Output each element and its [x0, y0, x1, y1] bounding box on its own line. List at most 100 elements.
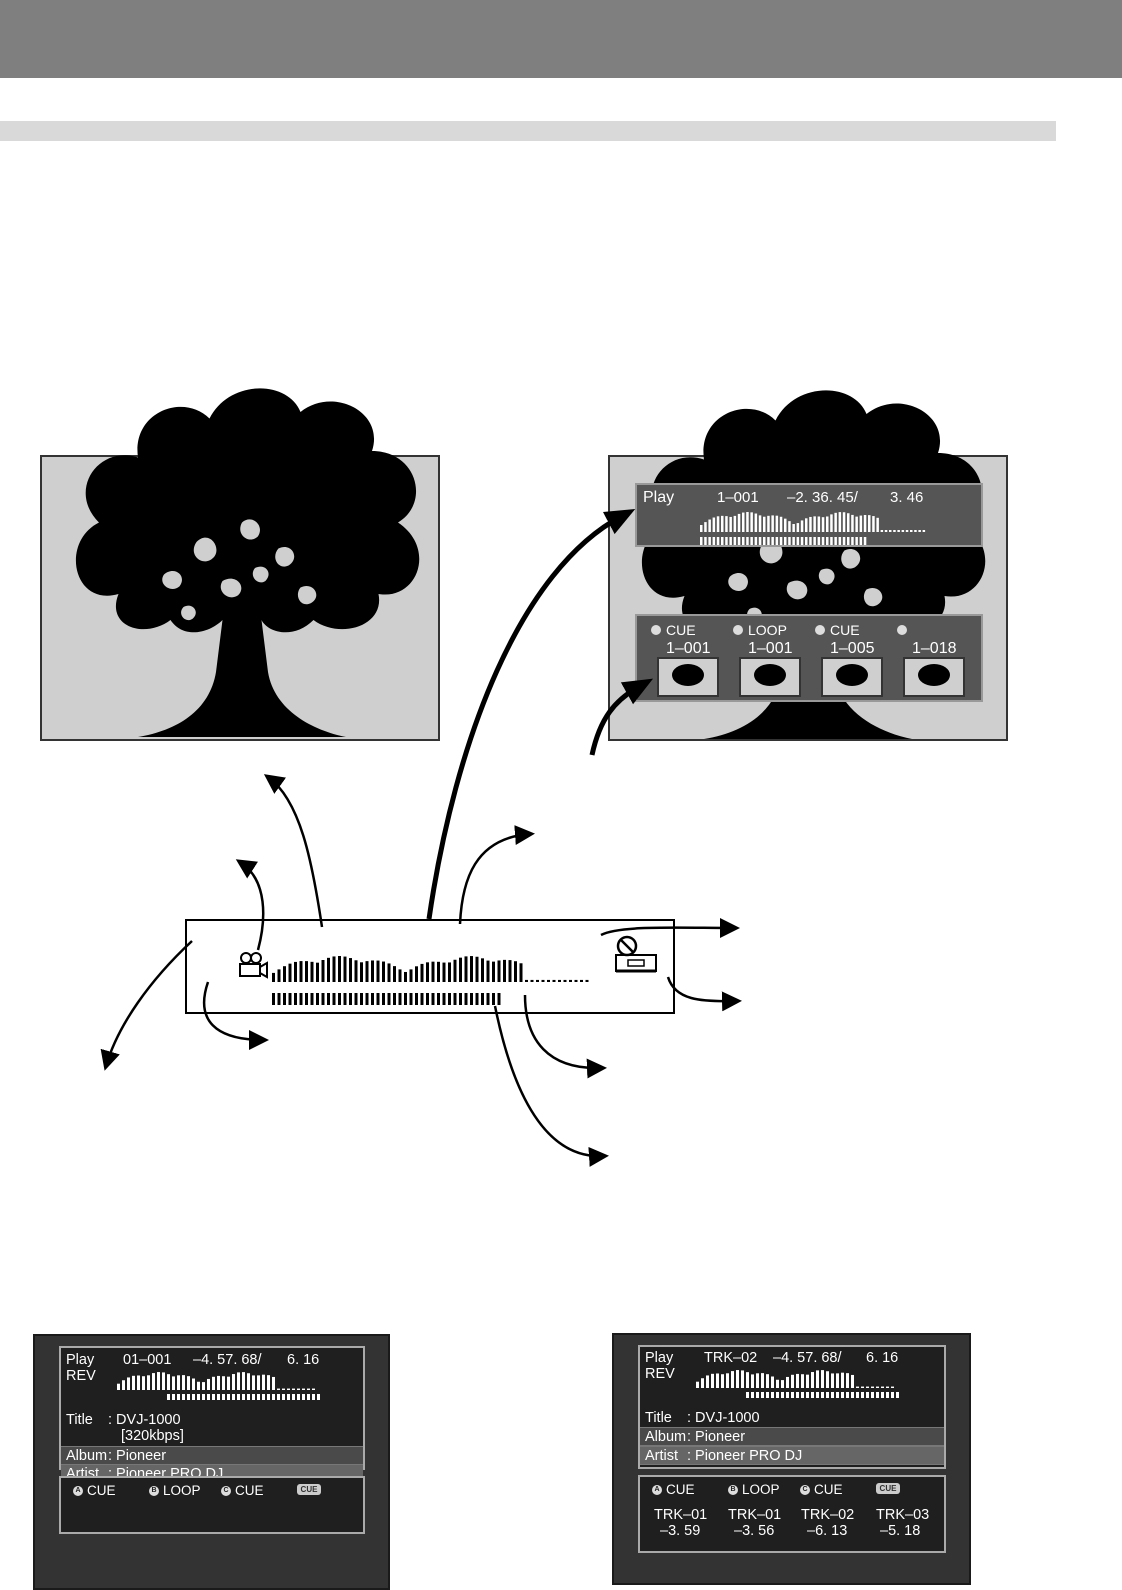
waveform-bar: [880, 530, 884, 532]
waveform-bar: [202, 1382, 205, 1390]
screen-b-cue-c-time: –6. 13: [807, 1523, 848, 1539]
waveform-bar: [776, 1379, 779, 1388]
waveform-bar: [167, 1374, 170, 1390]
waveform-bar: [861, 1386, 864, 1388]
waveform-bar: [868, 515, 871, 532]
waveform-bar: [299, 961, 303, 982]
waveform-bar: [574, 979, 578, 982]
progress-bar-segment: [448, 993, 451, 1005]
progress-bar-segment: [792, 537, 795, 545]
waveform-bar: [122, 1380, 125, 1390]
progress-bar-segment: [459, 993, 462, 1005]
waveform-bar: [137, 1375, 140, 1390]
progress-bar-segment: [750, 537, 753, 545]
progress-bar-segment: [252, 1394, 255, 1400]
waveform-bar: [307, 1388, 310, 1390]
osd-status-panel: [635, 483, 983, 547]
progress-bar-segment: [371, 993, 374, 1005]
progress-bar-segment: [365, 993, 369, 1005]
waveform-bar: [262, 1374, 265, 1390]
progress-bar-segment: [813, 537, 816, 545]
waveform-bar: [842, 512, 846, 532]
screen-b-cue-badge: CUE: [876, 1483, 900, 1494]
progress-bar-segment: [700, 537, 703, 545]
waveform-bar: [811, 1372, 814, 1388]
screen-b-title-label: Title: [645, 1410, 672, 1426]
osd-time-remaining: –2. 36. 45/: [787, 489, 859, 506]
screen-b-status: Play: [645, 1350, 674, 1366]
waveform-bar: [876, 517, 879, 532]
hotcue-thumbnail-image: [836, 664, 868, 686]
cue-c-icon: C: [221, 1486, 231, 1497]
progress-bar-segment: [349, 993, 352, 1005]
waveform-bar: [805, 518, 808, 532]
waveform-bar: [700, 525, 703, 532]
waveform-bar: [809, 516, 812, 532]
waveform-bar: [851, 1374, 854, 1388]
progress-bar-segment: [817, 537, 821, 545]
progress-bar-segment: [305, 993, 308, 1005]
progress-bar-segment: [729, 537, 732, 545]
progress-bar-segment: [830, 537, 833, 545]
waveform-bar: [731, 1371, 734, 1388]
waveform-bar: [736, 1370, 739, 1388]
hotcue-label: CUE: [666, 622, 696, 638]
waveform-bar: [708, 519, 711, 532]
screen-b-waveform: [696, 1370, 899, 1398]
waveform-bar: [884, 530, 888, 532]
progress-bar-segment: [343, 993, 347, 1005]
waveform-bar: [751, 1374, 754, 1388]
cue-b-icon: B: [149, 1486, 159, 1497]
progress-bar-segment: [786, 1392, 789, 1398]
waveform-bar: [775, 515, 779, 532]
waveform-bar: [486, 960, 490, 982]
waveform-bar: [871, 1386, 874, 1388]
waveform-bar: [152, 1373, 155, 1390]
waveform-bar: [530, 979, 534, 982]
waveform-bar: [859, 515, 863, 532]
page-header-bar: [0, 0, 1122, 78]
waveform-bar: [886, 1386, 889, 1388]
osd-waveform: [700, 512, 926, 545]
screen-a-album-label: Album: [66, 1448, 108, 1464]
waveform-bar: [746, 512, 749, 532]
waveform-bar: [426, 962, 429, 982]
cue-c-icon: C: [800, 1485, 810, 1496]
waveform-bar: [294, 961, 297, 982]
waveform-bar: [830, 514, 833, 532]
waveform-bar: [847, 513, 850, 532]
progress-bar-segment: [746, 1392, 749, 1398]
progress-bar-segment: [811, 1392, 814, 1398]
waveform-bar: [147, 1375, 150, 1390]
screen-a-bitrate: [320kbps]: [121, 1428, 184, 1444]
progress-bar-segment: [237, 1394, 240, 1400]
progress-bar-segment: [409, 993, 413, 1005]
progress-bar-segment: [257, 1394, 260, 1400]
progress-bar-segment: [217, 1394, 220, 1400]
waveform-bar: [437, 961, 440, 982]
waveform-bar: [343, 956, 347, 982]
waveform-bar: [788, 521, 791, 532]
waveform-bar: [503, 959, 506, 982]
waveform-bar: [371, 960, 374, 982]
progress-bar-segment: [212, 1394, 215, 1400]
waveform-bar: [459, 957, 462, 982]
waveform-bar: [442, 962, 446, 982]
monitor-output-icon: [615, 954, 657, 973]
progress-bar-segment: [721, 537, 724, 545]
waveform-bar: [716, 1373, 719, 1388]
waveform-bar: [766, 1374, 769, 1388]
progress-bar-segment: [277, 1394, 280, 1400]
progress-bar-segment: [806, 1392, 809, 1398]
progress-bar-segment: [767, 537, 770, 545]
waveform-bar: [398, 969, 402, 982]
waveform-bar: [876, 1386, 879, 1388]
progress-bar-segment: [267, 1394, 270, 1400]
progress-bar-segment: [859, 537, 863, 545]
progress-bar-segment: [297, 1394, 300, 1400]
screen-b-cue-b-track: TRK–01: [728, 1507, 782, 1523]
